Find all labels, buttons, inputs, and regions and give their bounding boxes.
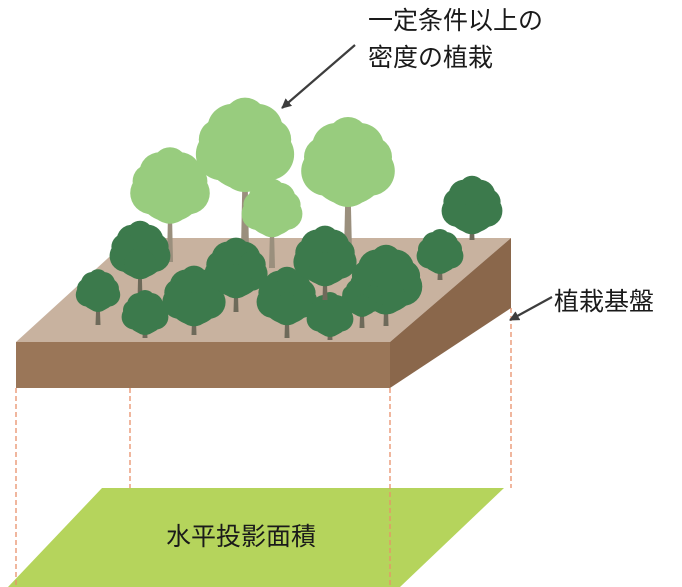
planting-base-arrow [509,296,553,321]
planting-density-label-line2: 密度の植栽 [368,43,494,72]
planting-density-arrow [281,44,356,109]
shrub [293,225,357,300]
shrub [256,266,318,338]
shrub [109,220,171,300]
tall-tree [241,178,303,268]
tall-trees [130,97,395,268]
shrub [416,229,464,280]
shrub [340,276,384,328]
horizontal-projection-area-label: 水平投影面積 [166,522,317,551]
horizontal-projection-area [8,488,504,587]
shrubs [75,175,503,340]
shrub [121,290,169,338]
shrub [162,265,226,335]
shrub [204,237,268,312]
shrub [75,269,121,325]
planting-base-label: 植栽基盤 [554,287,655,316]
tall-tree [130,147,210,262]
tall-tree [301,117,395,252]
planting-base-side [390,238,511,388]
tall-tree [195,97,295,250]
projection-guide-lines [15,308,512,587]
planting-density-label-line1: 一定条件以上の [368,6,544,35]
shrub [441,175,503,240]
planting-density-label: 一定条件以上の 密度の植栽 [368,2,543,76]
planting-base-front [16,342,390,388]
